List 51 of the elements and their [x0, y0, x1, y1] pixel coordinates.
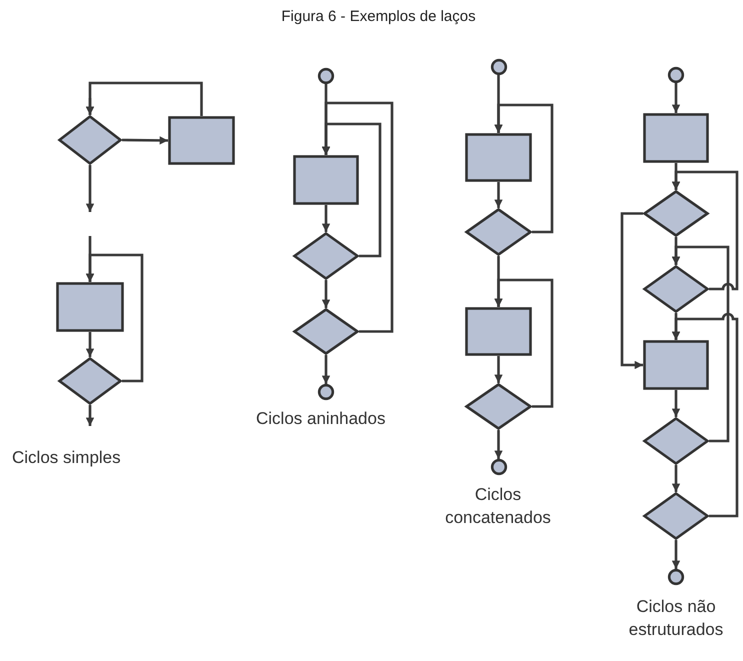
flow-arrow	[672, 170, 738, 290]
flow-arrow	[322, 355, 330, 384]
flow-arrow	[122, 136, 168, 145]
decision-diamond	[643, 492, 709, 540]
decision-diamond	[293, 308, 359, 355]
decision-diamond	[293, 232, 359, 280]
flow-arrow	[672, 246, 730, 442]
flow-arrow	[494, 356, 503, 383]
flow-arrow	[494, 104, 554, 234]
flow-arrow	[322, 102, 394, 333]
flow-arrow	[86, 332, 94, 357]
decision-diamond	[643, 265, 709, 313]
loop-type-caption: Ciclos não estruturados	[628, 596, 724, 641]
flow-arrow	[672, 312, 738, 518]
flow-arrow	[494, 278, 554, 408]
terminal-circle	[668, 569, 684, 585]
loop-type-caption: Ciclos concatenados	[444, 484, 552, 529]
terminal-circle	[318, 384, 334, 400]
flow-arrow	[86, 405, 94, 426]
flow-arrow	[86, 254, 144, 382]
decision-diamond	[465, 383, 532, 430]
process-box	[293, 155, 359, 205]
flow-arrow	[322, 280, 330, 308]
process-box	[56, 282, 124, 332]
decision-diamond	[58, 357, 122, 405]
decision-diamond	[643, 190, 709, 237]
flow-arrow	[672, 465, 680, 492]
terminal-circle	[668, 67, 684, 83]
flow-arrow	[620, 212, 643, 370]
flow-arrow	[494, 430, 503, 459]
process-box	[643, 113, 709, 163]
flow-arrow	[86, 165, 94, 212]
loop-type-caption: Ciclos aninhados	[256, 408, 386, 430]
flow-arrow	[672, 390, 680, 417]
process-box	[465, 133, 532, 182]
flow-arrow	[494, 182, 503, 208]
process-box	[643, 340, 709, 390]
loop-type-caption: Ciclos simples	[12, 447, 121, 469]
terminal-circle	[318, 68, 334, 84]
decision-diamond	[643, 417, 709, 465]
process-box	[168, 116, 235, 165]
flow-arrow	[322, 205, 330, 232]
terminal-circle	[490, 459, 506, 475]
flow-arrow	[672, 540, 680, 569]
figure-title: Figura 6 - Exemplos de laços	[280, 8, 477, 25]
process-box	[465, 307, 532, 356]
flow-arrow	[86, 82, 203, 116]
decision-diamond	[465, 208, 532, 256]
decision-diamond	[58, 115, 122, 165]
flow-arrow	[672, 83, 680, 113]
terminal-circle	[490, 59, 506, 75]
